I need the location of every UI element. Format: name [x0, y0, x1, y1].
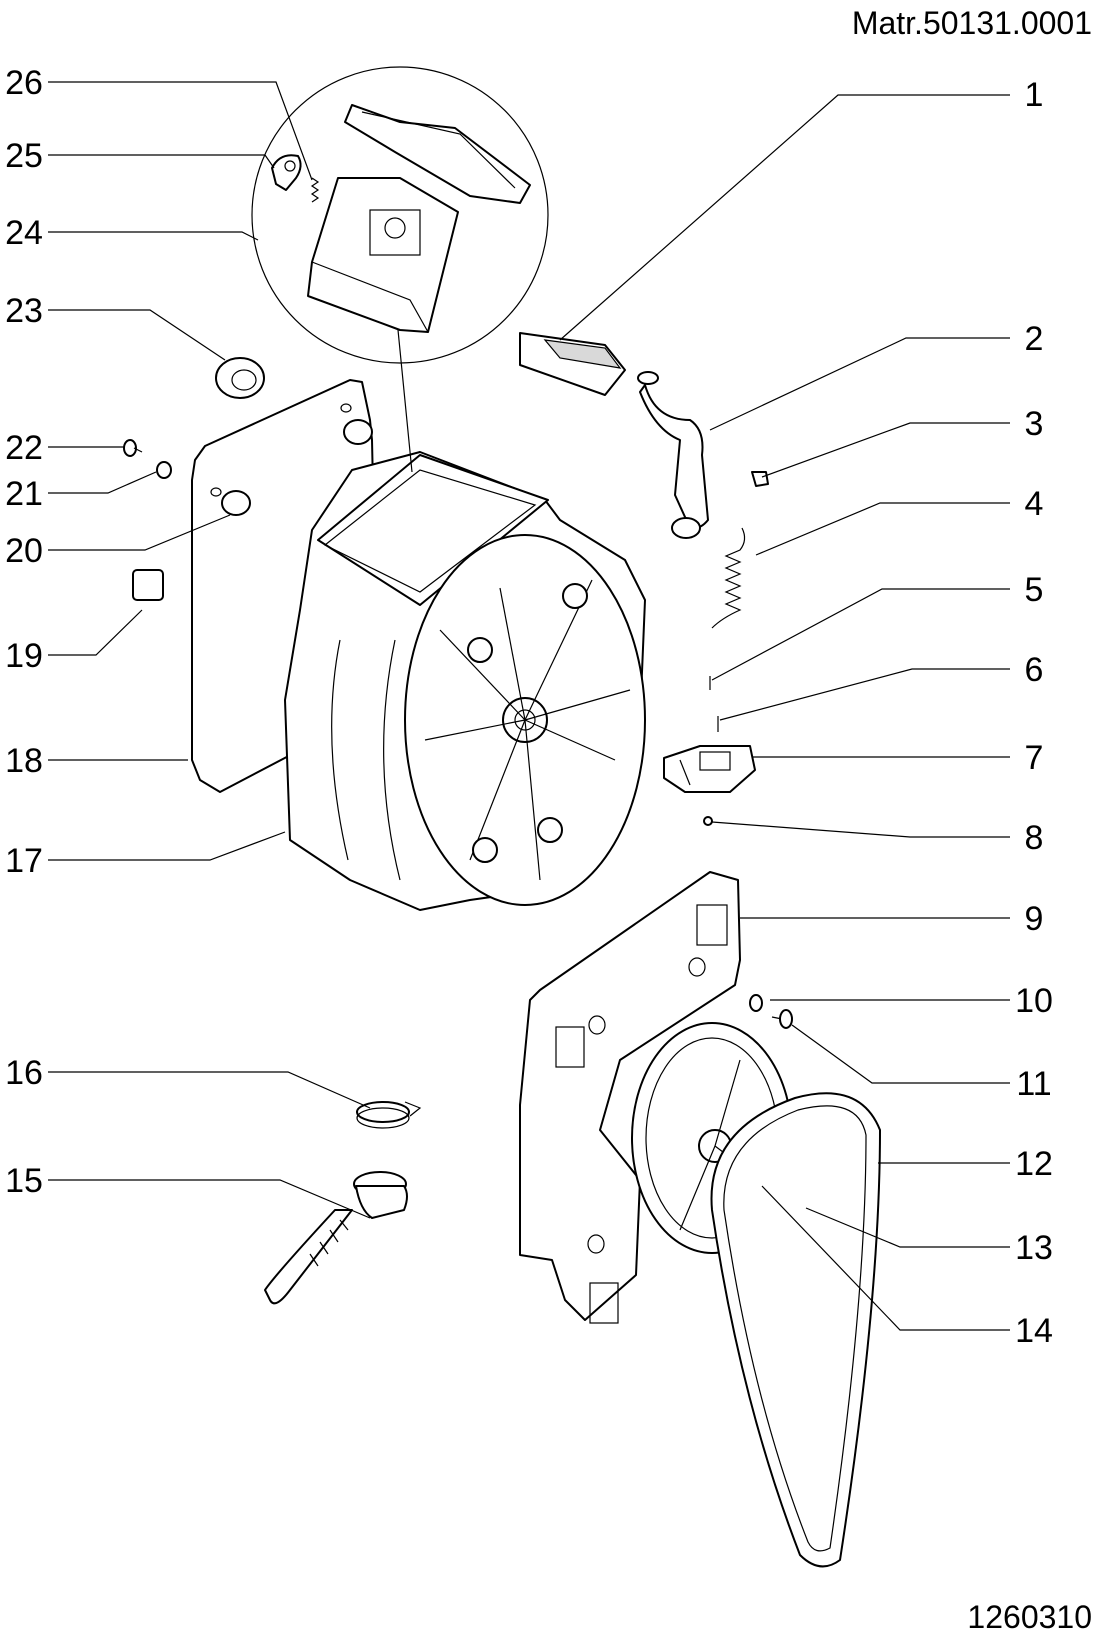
leader-6 [719, 668, 1010, 721]
part-24-cover [307, 177, 459, 333]
leader-19 [48, 609, 143, 656]
part-19-clip [132, 569, 164, 601]
callout-7: 7 [1025, 739, 1044, 777]
part-2-hose [637, 371, 709, 539]
part-10-washer [749, 994, 763, 1012]
callout-26: 26 [5, 64, 43, 102]
callout-11: 11 [1016, 1065, 1051, 1103]
leader-1 [559, 94, 1010, 341]
part-15-drain-hose [264, 1171, 408, 1305]
part-12-belt-inner [723, 1105, 867, 1552]
part-1-strip [519, 332, 626, 396]
part-8-nut [703, 816, 713, 826]
leader-5 [711, 588, 1010, 681]
leader-24 [48, 231, 259, 241]
part-26-strip [344, 104, 531, 204]
part-25-bracket [271, 154, 302, 191]
part-17-drum-tub [284, 451, 646, 911]
leader-26 [48, 81, 313, 181]
callout-24: 24 [5, 214, 43, 252]
leader-20 [48, 514, 231, 551]
part-16-clamp [356, 1101, 422, 1129]
part-22-bolt [123, 439, 143, 457]
callout-20: 20 [5, 532, 43, 570]
leader-17 [48, 831, 286, 861]
leader-24-drum [397, 329, 413, 473]
callout-10: 10 [1015, 982, 1053, 1020]
part-3-clip [751, 471, 769, 487]
part-18-rear-panel [132, 379, 376, 793]
callout-23: 23 [5, 292, 43, 330]
callout-numbers: 1 2 3 4 5 6 7 8 9 10 11 12 13 14 15 16 1… [5, 64, 1053, 1350]
leader-4 [755, 502, 1010, 556]
leader-25 [48, 154, 275, 169]
leader-23 [48, 309, 226, 361]
part-26-spring [310, 177, 320, 203]
leader-8 [711, 821, 1010, 838]
callout-2: 2 [1025, 320, 1044, 358]
callout-3: 3 [1025, 405, 1044, 443]
part-4-spring [711, 527, 746, 629]
callout-14: 14 [1015, 1312, 1053, 1350]
leader-3 [761, 422, 1010, 478]
part-21-washer [156, 461, 172, 479]
parts-artwork [123, 66, 881, 1568]
part-23-bearing [215, 357, 265, 399]
callout-4: 4 [1025, 485, 1044, 523]
callout-13: 13 [1015, 1229, 1053, 1267]
callout-9: 9 [1025, 900, 1044, 938]
leader-13 [805, 1207, 1010, 1248]
callout-8: 8 [1025, 819, 1044, 857]
leader-11 [791, 1024, 1010, 1084]
drawing-number: 1260310 [967, 1599, 1092, 1635]
callout-12: 12 [1015, 1145, 1053, 1183]
callout-18: 18 [5, 742, 43, 780]
part-11-screw [771, 1009, 793, 1029]
callout-17: 17 [5, 842, 43, 880]
detail-circle [251, 66, 549, 364]
material-number: Matr.50131.0001 [852, 5, 1092, 41]
leader-15 [48, 1179, 371, 1219]
leader-lines [48, 81, 1010, 1331]
part-7-door-lock [663, 745, 756, 793]
part-9-front-panel [519, 871, 741, 1324]
leader-2 [709, 337, 1010, 431]
leader-21 [48, 471, 157, 494]
callout-6: 6 [1025, 651, 1044, 689]
leader-16 [48, 1071, 371, 1109]
callout-22: 22 [5, 429, 43, 467]
callout-19: 19 [5, 637, 43, 675]
callout-25: 25 [5, 137, 43, 175]
leader-14 [761, 1185, 1010, 1331]
callout-21: 21 [5, 475, 43, 513]
callout-15: 15 [5, 1162, 43, 1200]
callout-16: 16 [5, 1054, 43, 1092]
callout-1: 1 [1025, 76, 1044, 114]
callout-5: 5 [1025, 571, 1044, 609]
part-12-belt [710, 1092, 881, 1568]
